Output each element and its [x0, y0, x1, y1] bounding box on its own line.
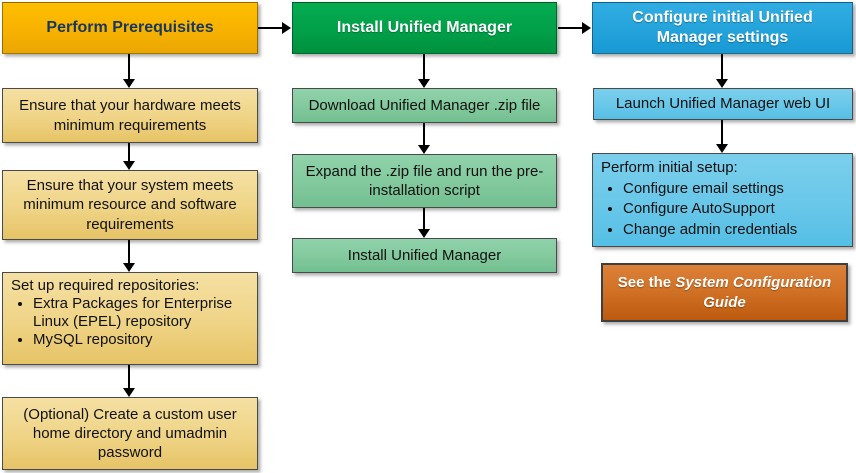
- list-item: MySQL repository: [33, 331, 249, 349]
- arrow-down: [123, 54, 135, 88]
- box-optional-home-directory: (Optional) Create a custom user home dir…: [2, 397, 258, 470]
- repositories-title: Set up required repositories:: [11, 277, 200, 294]
- guide-note: See the System Configuration Guide: [611, 273, 838, 311]
- initial-setup-list: Configure email settings Configure AutoS…: [601, 179, 844, 241]
- arrow-down: [123, 365, 135, 397]
- arrow-down: [123, 143, 135, 170]
- box-setup-repositories: Set up required repositories: Extra Pack…: [2, 272, 258, 365]
- list-item: Change admin credentials: [623, 220, 844, 241]
- box-expand-zip-run-script: Expand the .zip file and run the pre-ins…: [292, 154, 557, 208]
- arrow-down: [716, 120, 728, 153]
- box-see-configuration-guide: See the System Configuration Guide: [601, 263, 848, 322]
- arrow-down: [123, 240, 135, 272]
- box-perform-initial-setup: Perform initial setup: Configure email s…: [592, 153, 853, 247]
- box-download-zip: Download Unified Manager .zip file: [292, 88, 557, 123]
- box-system-requirements: Ensure that your system meets minimum re…: [2, 170, 258, 240]
- box-launch-web-ui: Launch Unified Manager web UI: [593, 88, 853, 120]
- header-perform-prerequisites: Perform Prerequisites: [2, 2, 258, 54]
- arrow-down: [418, 54, 430, 88]
- arrow-right: [258, 22, 291, 34]
- guide-note-prefix: See the: [617, 274, 676, 292]
- list-item: Extra Packages for Enterprise Linux (EPE…: [33, 295, 249, 331]
- list-item: Configure AutoSupport: [623, 199, 844, 220]
- arrow-right: [558, 22, 591, 34]
- list-item: Configure email settings: [623, 179, 844, 200]
- box-hardware-requirements: Ensure that your hardware meets minimum …: [2, 88, 258, 143]
- header-install-unified-manager: Install Unified Manager: [292, 2, 557, 54]
- arrow-down: [716, 54, 728, 88]
- initial-setup-title: Perform initial setup:: [601, 159, 738, 176]
- arrow-down: [418, 208, 430, 238]
- guide-note-title: System Configuration Guide: [675, 274, 832, 311]
- arrow-down: [418, 123, 430, 154]
- header-configure-initial-settings: Configure initial Unified Manager settin…: [592, 2, 853, 54]
- box-install-unified-manager: Install Unified Manager: [292, 238, 557, 273]
- repositories-list: Extra Packages for Enterprise Linux (EPE…: [11, 295, 249, 349]
